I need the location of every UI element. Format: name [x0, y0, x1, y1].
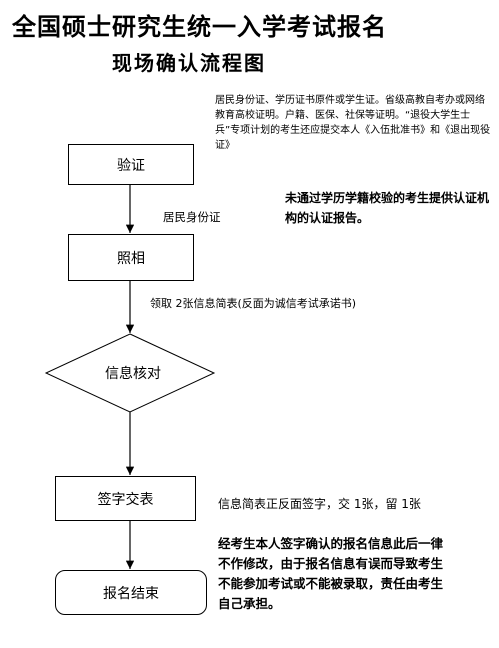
- step-registration-end: 报名结束: [55, 570, 207, 615]
- unverified-degree-note: 未通过学历学籍校验的考生提供认证机构的认证报告。: [285, 191, 490, 225]
- required-documents-note: 居民身份证、学历证书原件或学生证。省级高教自考办或网络教育高校证明。户籍、医保、…: [215, 95, 491, 151]
- sign-sheet-note: 信息简表正反面签字，交 1张，留 1张: [218, 497, 421, 511]
- step-sign-submit: 签字交表: [55, 476, 196, 521]
- step-info-check: 信息核对: [105, 366, 161, 382]
- step-verify: 验证: [68, 144, 194, 185]
- final-notice-note: 经考生本人签字确认的报名信息此后一律不作修改，由于报名信息有误而导致考生不能参加…: [218, 536, 444, 611]
- step-photo: 照相: [68, 234, 194, 281]
- id-card-note: 居民身份证: [163, 210, 221, 224]
- info-sheets-note: 领取 2张信息简表(反面为诚信考试承诺书): [150, 297, 357, 310]
- chart-title-line2: 现场确认流程图: [112, 51, 266, 75]
- chart-title-line1: 全国硕士研究生统一入学考试报名: [12, 12, 387, 41]
